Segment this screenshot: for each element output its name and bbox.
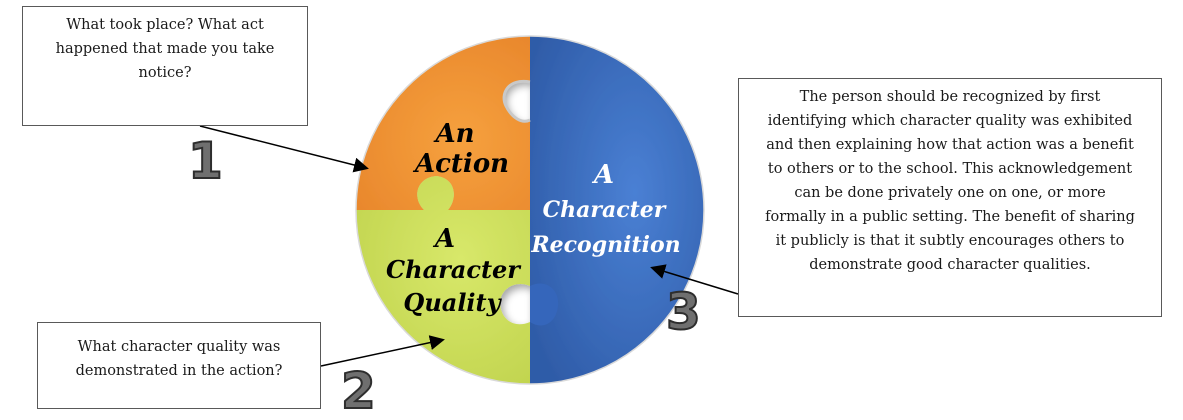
- callout-3-line: formally in a public setting. The benefi…: [765, 209, 1135, 225]
- recognition-line-2: Character: [543, 197, 667, 223]
- arrow-2: [320, 335, 445, 367]
- arrow-1: [199, 125, 369, 173]
- callout-3-line: The person should be recognized by first: [799, 89, 1101, 105]
- quality-line-3: Quality: [403, 288, 502, 317]
- callout-box-quality: What character quality was demonstrated …: [37, 322, 321, 409]
- step-number-3: 3: [665, 283, 702, 341]
- callout-3-line: to others or to the school. This acknowl…: [767, 161, 1133, 177]
- action-line-2: Action: [412, 149, 509, 179]
- action-line-1: An: [432, 119, 474, 149]
- notch-shadow: [502, 79, 531, 123]
- callout-3-line: it publicly is that it subtly encourages…: [775, 233, 1125, 249]
- callout-3-line: and then explaining how that action was …: [766, 137, 1134, 153]
- callout-1-line: What took place? What act: [66, 17, 264, 33]
- blue-tab: [530, 283, 559, 326]
- callout-box-recognition: The person should be recognized by first…: [738, 78, 1162, 317]
- quality-line-2: Character: [386, 255, 522, 284]
- quality-line-1: A: [432, 224, 455, 254]
- arrow-3: [650, 264, 739, 295]
- recognition-piece: [530, 36, 704, 384]
- recognition-line-1: A: [591, 160, 614, 190]
- callout-3-line: demonstrate good character qualities.: [809, 257, 1091, 273]
- callout-3-line: identifying which character quality was …: [767, 113, 1133, 129]
- callout-2-line: What character quality was: [77, 339, 281, 355]
- step-number-2: 2: [340, 362, 377, 420]
- recognition-line-3: Recognition: [530, 232, 680, 258]
- callout-2-line: demonstrated in the action?: [75, 363, 283, 379]
- callout-3-line: can be done privately one on one, or mor…: [794, 185, 1106, 201]
- callout-box-action: What took place? What act happened that …: [22, 6, 308, 126]
- callout-1-line: happened that made you take: [55, 41, 275, 57]
- step-number-1: 1: [187, 132, 224, 190]
- callout-1-line: notice?: [138, 65, 192, 81]
